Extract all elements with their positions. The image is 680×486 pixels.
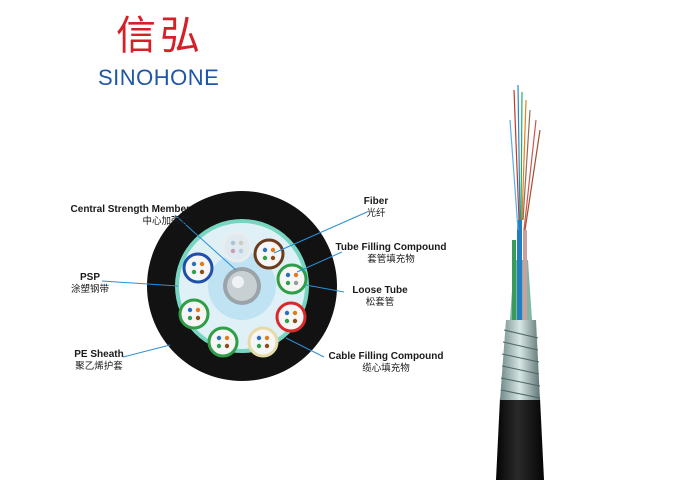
loose-tube-3 (276, 263, 308, 295)
label-fiber: Fiber 光纤 (363, 196, 389, 219)
leader-pe-sheath (122, 344, 171, 358)
label-psp: PSP 涂塑钢带 (70, 272, 109, 295)
leader-tube-filling (296, 251, 343, 273)
loose-tube-4 (275, 301, 307, 333)
label-cable-filling-compound: Cable Filling Compound 缆心填充物 (328, 351, 444, 374)
loose-tube-8 (182, 252, 214, 284)
loose-tubes (178, 231, 308, 358)
leader-loose-tube (305, 284, 345, 293)
leader-psp (101, 280, 179, 287)
label-central-strength-member: Central Strength Member 中心加强芯 (70, 204, 190, 227)
logo-chinese-name: 信弘 (116, 13, 204, 59)
loose-tube-1 (221, 231, 253, 263)
leader-fiber (273, 211, 368, 254)
loose-tube-6 (207, 326, 239, 358)
label-loose-tube: Loose Tube 松套管 (352, 285, 408, 308)
loose-tube-2 (253, 238, 285, 270)
loose-tube-5 (247, 326, 279, 358)
brand-logo: 信弘 SINOHONE (98, 8, 238, 90)
leader-cable-filling (285, 337, 325, 358)
leader-central-strength-member (174, 214, 237, 271)
cable-product-photo (496, 84, 544, 480)
leader-lines (101, 211, 368, 358)
logo-english-name: SINOHONE (98, 65, 220, 90)
label-tube-filling-compound: Tube Filling Compound 套管填充物 (335, 242, 447, 265)
loose-tube-7 (178, 298, 210, 330)
label-pe-sheath: PE Sheath 聚乙烯护套 (74, 349, 124, 372)
